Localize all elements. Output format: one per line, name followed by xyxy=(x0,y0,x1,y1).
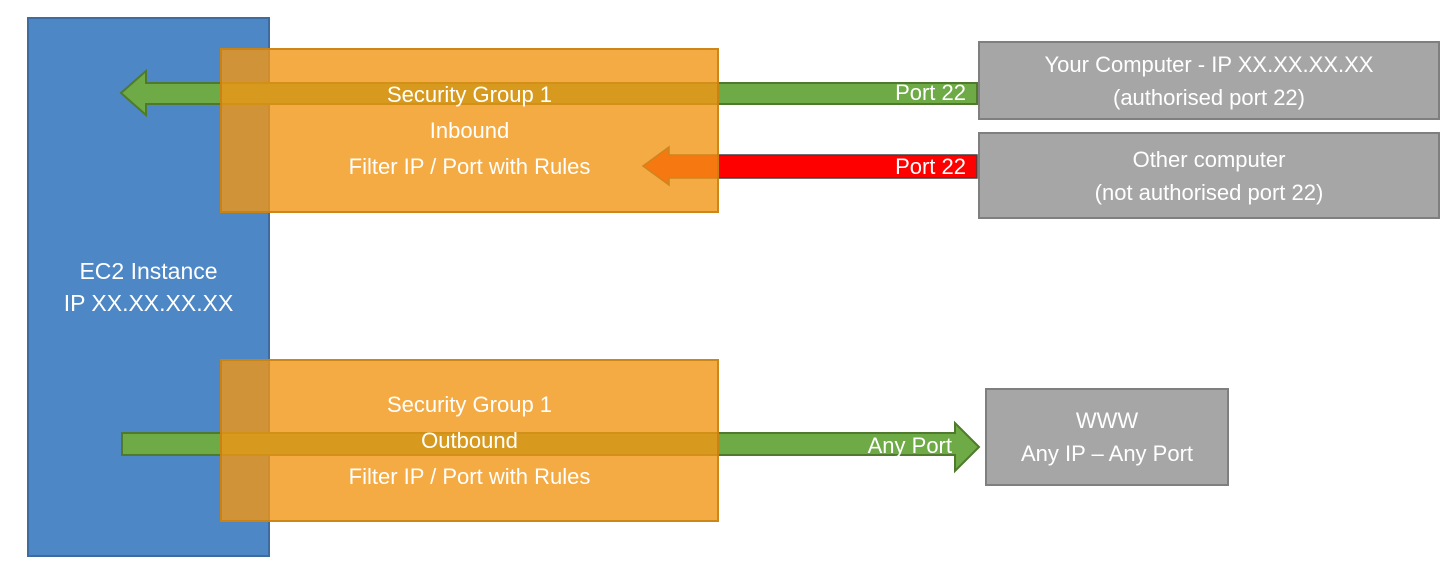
sg-outbound-description: Filter IP / Port with Rules xyxy=(348,463,591,489)
other-computer-note: (not authorised port 22) xyxy=(1094,179,1324,205)
security-group-outbound-box: Security Group 1 Outbound Filter IP / Po… xyxy=(220,359,719,522)
www-note: Any IP – Any Port xyxy=(1020,441,1194,466)
your-computer-note: (authorised port 22) xyxy=(1113,84,1305,110)
sg-inbound-direction: Inbound xyxy=(429,117,510,143)
ec2-instance-name: EC2 Instance xyxy=(79,258,218,284)
your-computer-title: Your Computer - IP XX.XX.XX.XX xyxy=(1044,51,1374,77)
other-computer-box: Other computer (not authorised port 22) xyxy=(978,132,1440,219)
sg-inbound-title: Security Group 1 xyxy=(386,81,553,107)
your-computer-box: Your Computer - IP XX.XX.XX.XX (authoris… xyxy=(978,41,1440,120)
sg-inbound-description: Filter IP / Port with Rules xyxy=(348,153,591,179)
www-title: WWW xyxy=(1075,408,1139,433)
ec2-instance-ip: IP XX.XX.XX.XX xyxy=(63,290,234,316)
inbound-allowed-port-label: Port 22 xyxy=(895,80,966,105)
outbound-port-label: Any Port xyxy=(867,433,952,458)
security-group-inbound-box: Security Group 1 Inbound Filter IP / Por… xyxy=(220,48,719,213)
inbound-blocked-port-label: Port 22 xyxy=(895,154,966,179)
www-box: WWW Any IP – Any Port xyxy=(985,388,1229,486)
sg-outbound-direction: Outbound xyxy=(421,427,518,453)
other-computer-title: Other computer xyxy=(1132,146,1286,172)
sg-outbound-title: Security Group 1 xyxy=(386,391,553,417)
